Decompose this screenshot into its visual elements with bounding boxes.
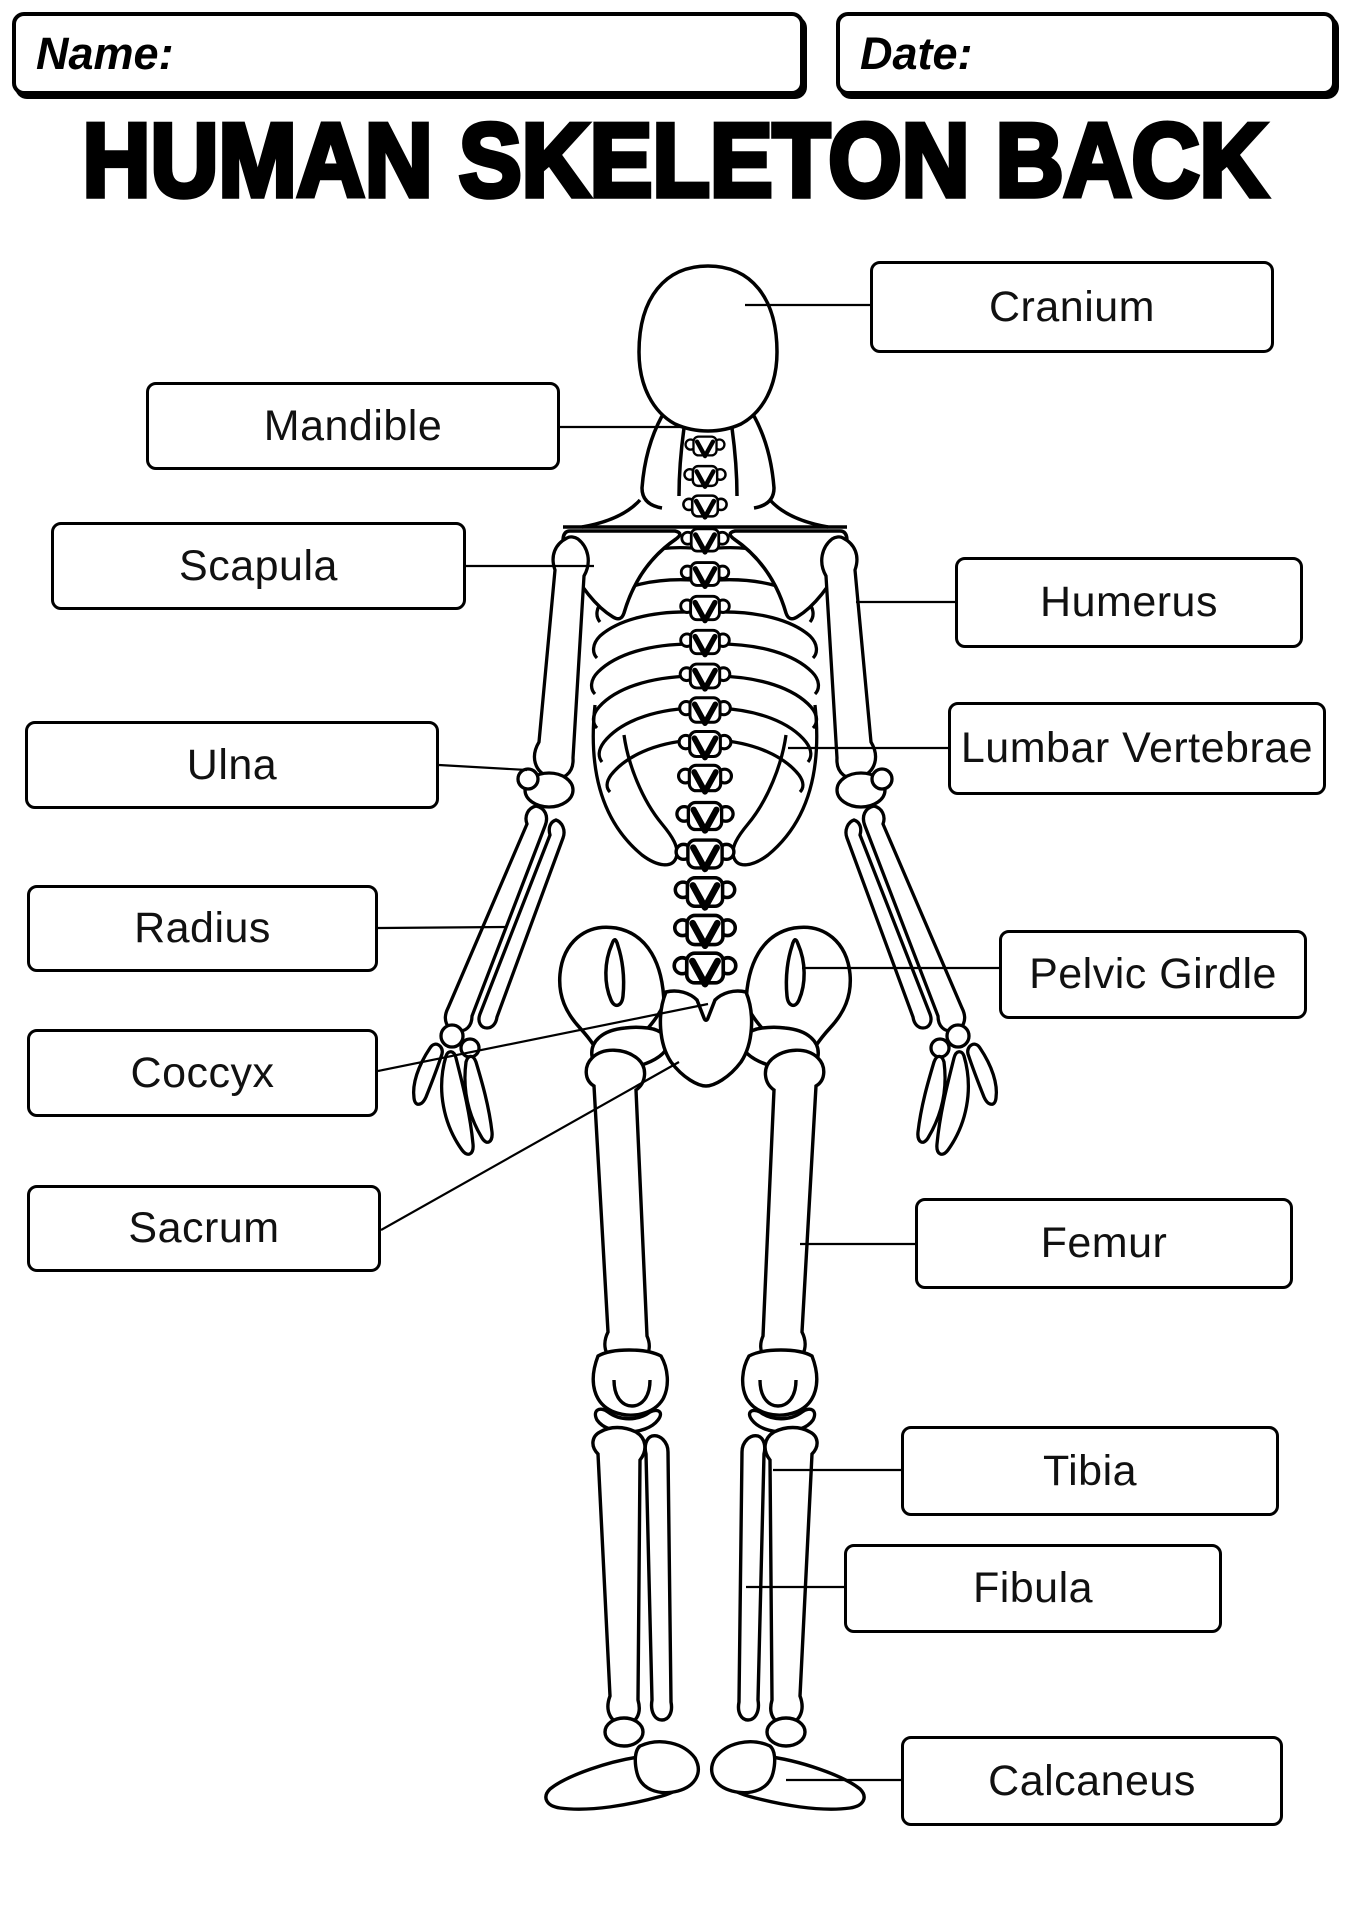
label-box-coccyx: Coccyx [27, 1029, 378, 1117]
leader-line-coccyx [377, 1002, 709, 1073]
leader-line-radius [377, 925, 506, 930]
bone-label: Humerus [1040, 578, 1218, 626]
title-text: HUMAN SKELETON BACK [83, 103, 1268, 218]
bone-label: Tibia [1042, 1446, 1138, 1495]
arm-left [411, 535, 590, 1156]
label-box-cranium: Cranium [870, 261, 1274, 353]
label-box-tibia: Tibia [901, 1426, 1279, 1516]
label-box-mandible: Mandible [146, 382, 560, 470]
leader-line-sacrum [380, 1061, 680, 1231]
bone-label: Mandible [263, 401, 443, 450]
label-box-femur: Femur [915, 1198, 1293, 1289]
label-box-scapula: Scapula [51, 522, 466, 610]
page-title: HUMAN SKELETON BACK [55, 96, 1295, 218]
cranium-drawing [637, 264, 779, 510]
label-box-radius: Radius [27, 885, 378, 972]
bone-label: Scapula [179, 541, 338, 590]
label-box-calcaneus: Calcaneus [901, 1736, 1283, 1826]
leg-left [544, 1048, 700, 1811]
title-svg: HUMAN SKELETON BACK [80, 100, 1271, 218]
leader-lines [377, 303, 999, 1782]
bone-label: Ulna [186, 740, 278, 789]
spine-column [674, 437, 736, 984]
bone-label: Calcaneus [988, 1756, 1196, 1805]
label-box-ulna: Ulna [25, 721, 439, 809]
bone-label: Radius [134, 904, 271, 952]
bone-label: Fibula [972, 1564, 1094, 1612]
label-box-humerus: Humerus [955, 557, 1303, 648]
date-input-box[interactable]: Date: [836, 12, 1336, 95]
bone-label: Lumbar Vertebrae [960, 724, 1314, 772]
name-input-box[interactable]: Name: [12, 12, 804, 95]
bone-label: Femur [1040, 1219, 1168, 1267]
bone-label: Cranium [989, 282, 1155, 331]
label-box-lumbar-vertebrae: Lumbar Vertebrae [948, 702, 1326, 795]
sacrum-drawing [658, 989, 754, 1088]
label-box-pelvic-girdle: Pelvic Girdle [999, 930, 1307, 1019]
bone-label: Pelvic Girdle [1029, 950, 1277, 998]
date-label: Date: [860, 27, 973, 79]
label-box-sacrum: Sacrum [27, 1185, 381, 1272]
label-box-fibula: Fibula [844, 1544, 1222, 1633]
bone-label: Sacrum [128, 1204, 280, 1252]
name-label: Name: [36, 27, 174, 79]
bone-label: Coccyx [130, 1048, 275, 1097]
leader-line-ulna [438, 763, 528, 772]
